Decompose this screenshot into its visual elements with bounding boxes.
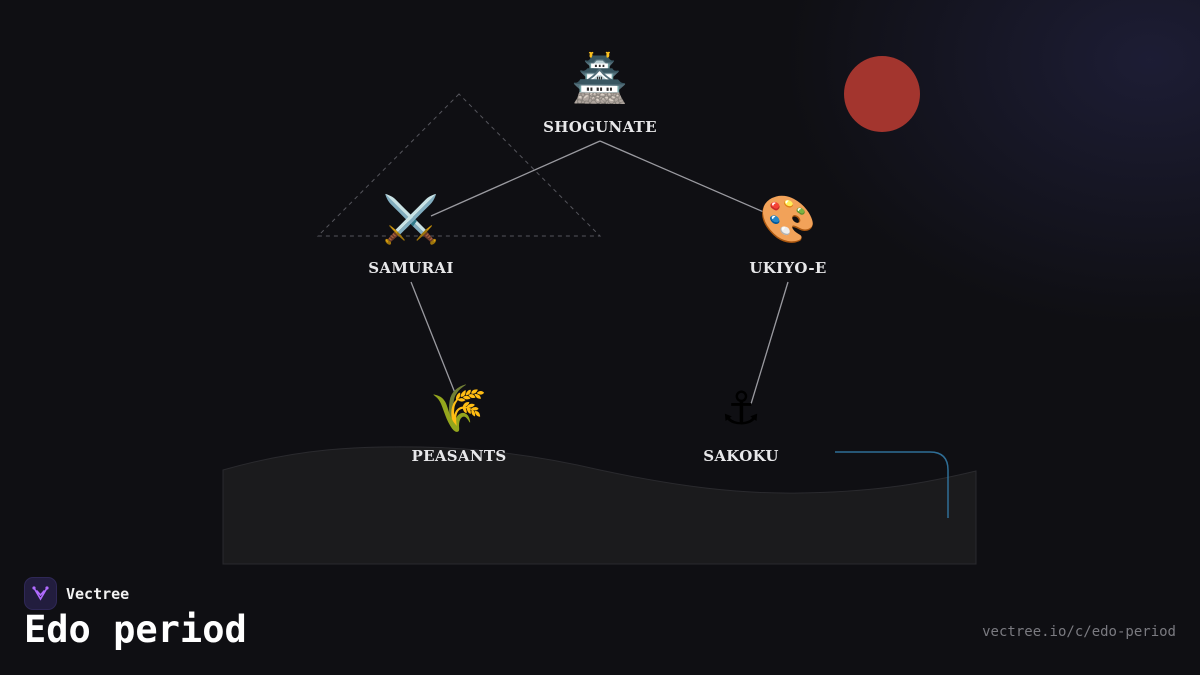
edge-shogunate-ukiyoe xyxy=(599,140,774,217)
page-title: Edo period xyxy=(24,608,247,651)
palette-icon: 🎨 xyxy=(759,192,817,246)
brand: Vectree xyxy=(24,577,129,610)
page-url: vectree.io/c/edo-period xyxy=(982,624,1176,640)
hill-shape xyxy=(222,446,977,565)
node-label-ukiyoe: UKIYO-E xyxy=(749,259,827,277)
node-label-peasants: PEASANTS xyxy=(411,447,507,465)
rice-sheaf-icon: 🌾 xyxy=(430,381,488,435)
anchor-icon: ⚓ xyxy=(720,381,762,435)
node-label-sakoku: SAKOKU xyxy=(703,447,779,465)
accent-line xyxy=(835,451,949,518)
edge-ukiyoe-sakoku xyxy=(750,281,789,405)
castle-icon: 🏯 xyxy=(571,51,629,105)
red-sun xyxy=(844,56,920,132)
node-label-samurai: SAMURAI xyxy=(368,259,454,277)
edge-samurai-peasants xyxy=(410,281,456,394)
edge-shogunate-samurai xyxy=(430,140,601,217)
vectree-logo-icon xyxy=(24,577,57,610)
node-label-shogunate: SHOGUNATE xyxy=(543,118,657,136)
edge-group xyxy=(410,140,789,405)
dashed-triangle xyxy=(316,93,602,237)
crossed-swords-icon: ⚔️ xyxy=(382,192,440,246)
brand-name: Vectree xyxy=(66,584,130,603)
